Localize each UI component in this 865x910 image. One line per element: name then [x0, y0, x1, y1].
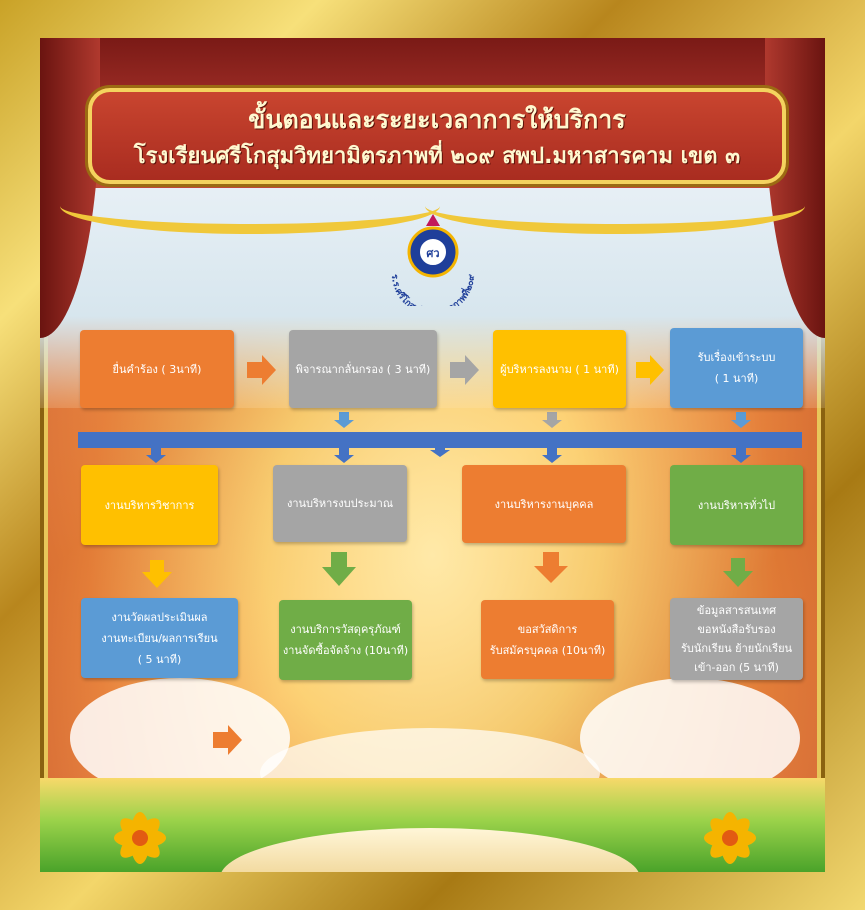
- connector-bar: [78, 432, 802, 448]
- step-review: พิจารณากลั่นกรอง ( 3 นาที): [289, 330, 437, 408]
- arrow-down-icon: [146, 448, 166, 463]
- arrow-down-icon: [430, 448, 450, 457]
- flower-left-icon: [114, 812, 166, 864]
- logo-initials: ศว: [426, 247, 439, 260]
- arrow-down-icon: [322, 552, 356, 586]
- page-title: ขั้นตอนและระยะเวลาการให้บริการ: [248, 105, 626, 134]
- service-academic: งานวัดผลประเมินผล งานทะเบียน/ผลการเรียน …: [81, 598, 238, 678]
- flower-right-icon: [704, 812, 756, 864]
- arrow-down-icon: [731, 448, 751, 463]
- dept-general: งานบริหารทั่วไป: [670, 465, 803, 545]
- arrow-down-icon: [542, 448, 562, 463]
- arrow-right-icon: [213, 725, 242, 755]
- step-register: รับเรื่องเข้าระบบ ( 1 นาที): [670, 328, 803, 408]
- service-budget: งานบริการวัสดุครุภัณฑ์ งานจัดซื้อจัดจ้าง…: [279, 600, 412, 680]
- dept-academic: งานบริหารวิชาการ: [81, 465, 218, 545]
- page-subtitle: โรงเรียนศรีโกสุมวิทยามิตรภาพที่ ๒๐๙ สพป.…: [133, 144, 741, 169]
- dept-budget: งานบริหารงบประมาณ: [273, 465, 407, 542]
- arrow-right-icon: [636, 355, 664, 385]
- arrow-down-icon: [542, 412, 562, 428]
- arrow-down-icon: [142, 560, 172, 588]
- arrow-down-icon: [731, 412, 751, 428]
- dept-personnel: งานบริหารงานบุคคล: [462, 465, 626, 543]
- arrow-right-icon: [247, 355, 276, 385]
- arrow-down-icon: [723, 558, 753, 587]
- service-personnel: ขอสวัสดิการ รับสมัครบุคคล (10นาที): [481, 600, 614, 679]
- step-submit-request: ยื่นคำร้อง ( 3นาที): [80, 330, 234, 408]
- curtain-swag-right: [425, 178, 805, 234]
- school-logo: ศว ร.ร.ศรีโกสุมวิทยามิตรภาพที่๒๐๙: [389, 214, 477, 306]
- arrow-right-icon: [450, 355, 479, 385]
- step-executive-sign: ผู้บริหารลงนาม ( 1 นาที): [493, 330, 626, 408]
- arrow-down-icon: [534, 552, 568, 583]
- curtain-swag-left: [60, 178, 440, 234]
- service-general: ข้อมูลสารสนเทศ ขอหนังสือรับรอง รับนักเรี…: [670, 598, 803, 680]
- logo-crown-icon: [426, 214, 440, 226]
- title-banner: ขั้นตอนและระยะเวลาการให้บริการ โรงเรียนศ…: [88, 88, 786, 184]
- arrow-down-icon: [334, 412, 354, 428]
- arrow-down-icon: [334, 448, 354, 463]
